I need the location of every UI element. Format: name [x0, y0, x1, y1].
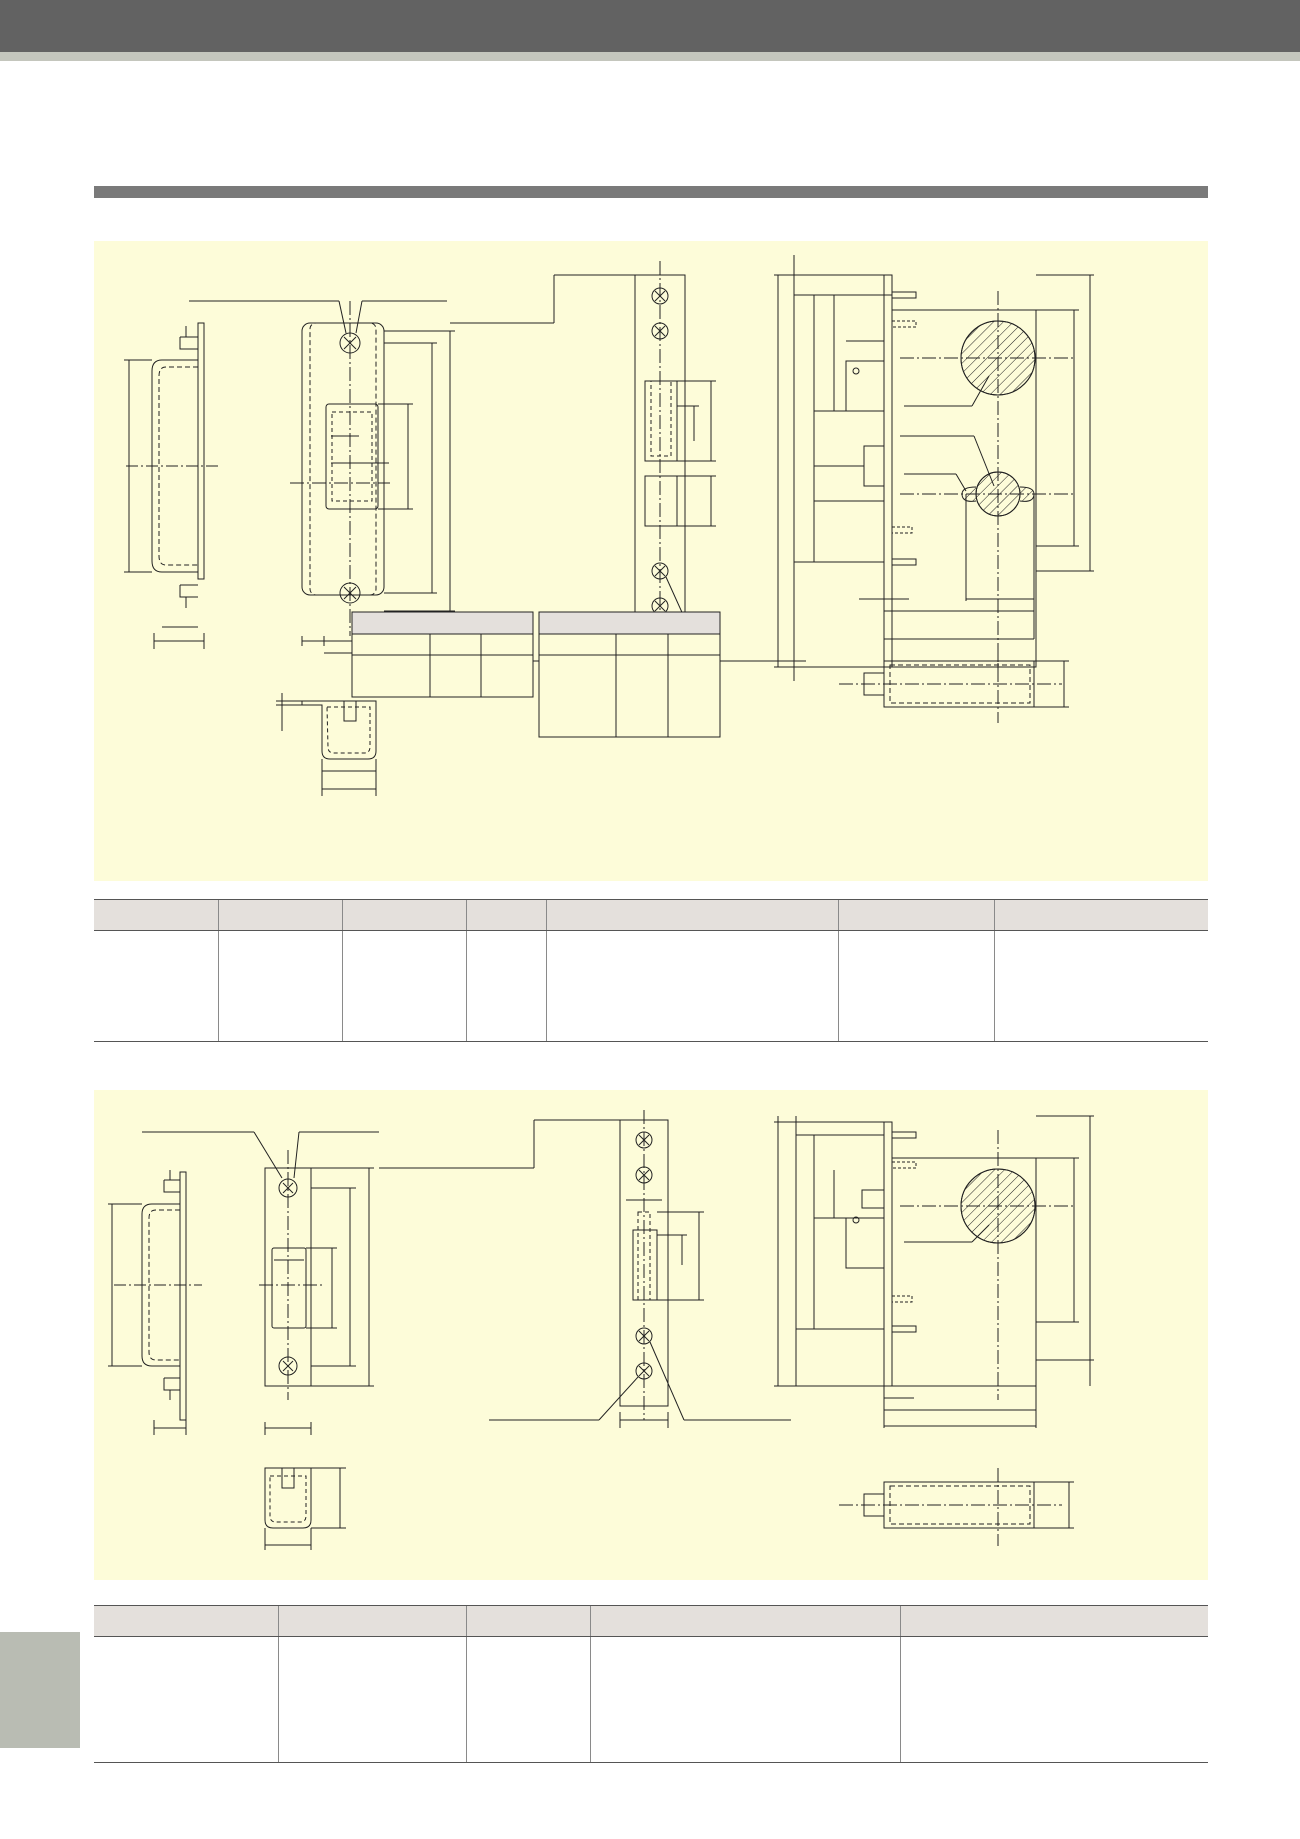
table-header-row	[94, 1605, 1208, 1637]
panel-table-a	[351, 611, 534, 698]
header-cell	[465, 899, 546, 931]
header-cell	[589, 1605, 900, 1637]
spec-table-2	[94, 1605, 1208, 1763]
spec-table-1	[94, 899, 1208, 1042]
side-index-tab	[0, 1632, 80, 1748]
table-cell	[545, 930, 838, 1042]
table-cell	[465, 930, 546, 1042]
technical-drawing-1	[124, 255, 1094, 796]
strike-bottom-view-2	[264, 1467, 346, 1550]
technical-drawing-2	[108, 1110, 1094, 1550]
strike-side-view	[124, 322, 218, 649]
table-cell	[277, 1636, 466, 1763]
table-row	[94, 1636, 1208, 1763]
header-cell	[993, 899, 1208, 931]
header-cell	[341, 899, 466, 931]
lock-body-view-2	[774, 1115, 1094, 1428]
lock-faceplate-view-2	[379, 1110, 791, 1428]
strike-bottom-view	[276, 693, 377, 796]
table-cell	[837, 930, 994, 1042]
header-cell	[94, 899, 218, 931]
header-cell	[217, 899, 342, 931]
panel-table-b	[538, 611, 721, 738]
strike-front-view	[189, 300, 455, 654]
lock-bottom-view-2	[839, 1468, 1074, 1546]
strike-front-view-2	[142, 1131, 379, 1435]
table-cell	[94, 930, 218, 1042]
table-cell	[993, 930, 1208, 1042]
top-header-bar	[0, 0, 1300, 52]
table-row	[94, 930, 1208, 1042]
lock-bottom-view	[839, 646, 1069, 723]
table-cell	[589, 1636, 900, 1763]
table-header-row	[94, 899, 1208, 931]
header-cell	[837, 899, 994, 931]
table-cell	[341, 930, 466, 1042]
strike-side-view-2	[108, 1170, 202, 1435]
header-cell	[465, 1605, 590, 1637]
lock-body-view	[774, 255, 1094, 681]
drawing-panel-1	[94, 241, 1208, 881]
header-cell	[277, 1605, 466, 1637]
header-cell	[899, 1605, 1208, 1637]
header-cell	[94, 1605, 278, 1637]
section-title-rule	[94, 186, 1208, 198]
table-cell	[465, 1636, 590, 1763]
drawing-panel-2	[94, 1090, 1208, 1580]
table-cell	[899, 1636, 1208, 1763]
table-cell	[94, 1636, 278, 1763]
top-header-sub-bar	[0, 52, 1300, 61]
header-cell	[545, 899, 838, 931]
table-cell	[217, 930, 342, 1042]
